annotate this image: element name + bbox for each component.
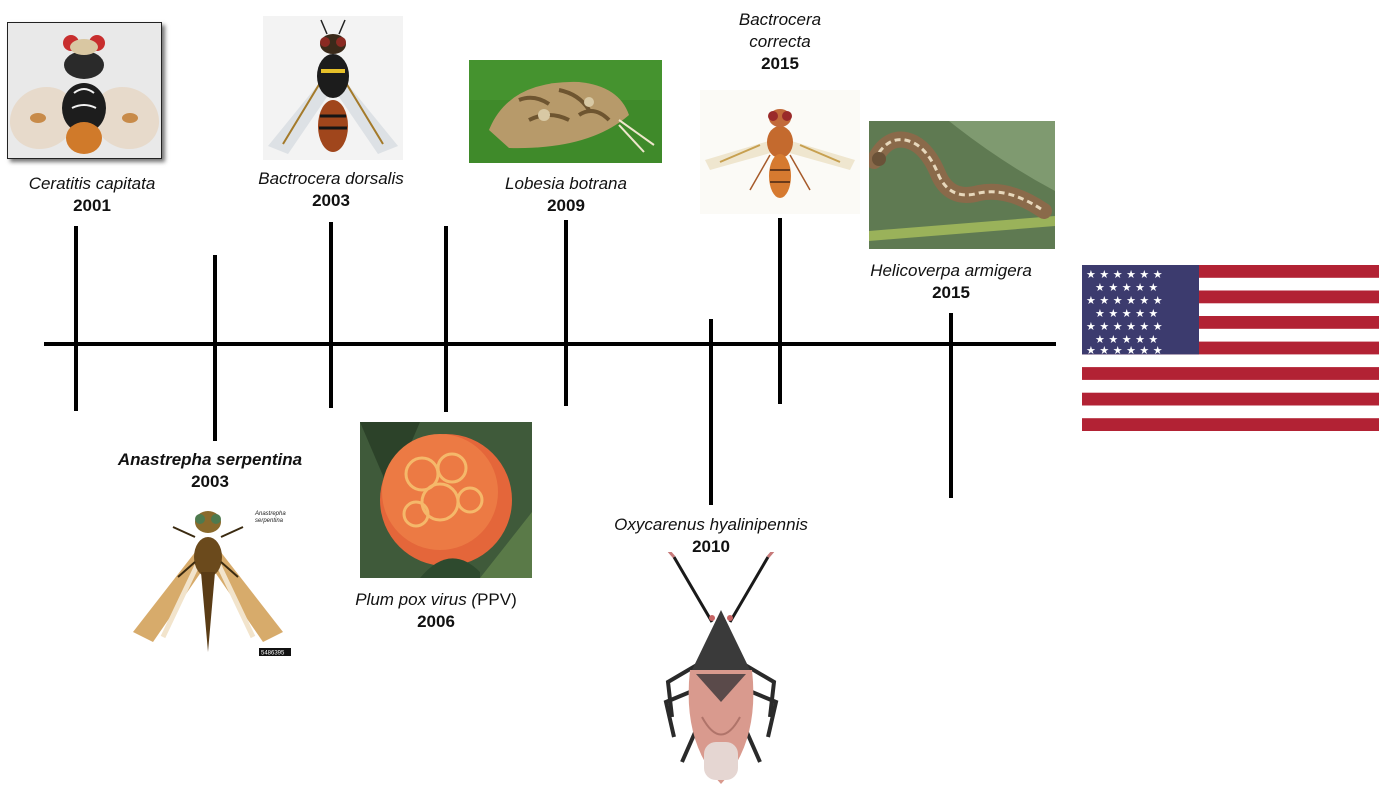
lobesia-photo — [469, 60, 662, 163]
specimen-caption-line2: serpentina — [255, 518, 284, 524]
event-name: Bactrocera dorsalis — [236, 168, 426, 190]
label-ceratitis: Ceratitis capitata 2001 — [2, 173, 182, 217]
svg-text:★ ★ ★ ★ ★ ★: ★ ★ ★ ★ ★ ★ — [1086, 320, 1163, 333]
tick-ceratitis — [74, 226, 78, 411]
event-name: Plum pox virus (PPV) — [336, 589, 536, 611]
tick-lobesia — [564, 220, 568, 406]
timeline-axis — [44, 342, 1056, 346]
bactrocera-dorsalis-photo — [263, 16, 403, 160]
event-year: 2001 — [2, 195, 182, 217]
tick-oxycarenus — [709, 319, 713, 505]
ppv-photo — [360, 422, 532, 578]
event-name-italic: Plum pox virus ( — [355, 590, 477, 609]
specimen-code: 5486395 — [261, 651, 285, 657]
event-year: 2006 — [336, 611, 536, 633]
event-year: 2015 — [710, 53, 850, 75]
event-name: Anastrepha serpentina — [100, 449, 320, 471]
tick-bactrocera-correcta — [778, 218, 782, 404]
event-name-line2: correcta — [710, 31, 850, 53]
event-name: Helicoverpa armigera — [851, 260, 1051, 282]
label-bactrocera-correcta: Bactrocera correcta 2015 — [710, 9, 850, 75]
oxycarenus-photo — [662, 552, 780, 788]
label-ppv: Plum pox virus (PPV) 2006 — [336, 589, 536, 633]
event-year: 2015 — [851, 282, 1051, 304]
event-year: 2003 — [236, 190, 426, 212]
svg-text:★ ★ ★ ★ ★: ★ ★ ★ ★ ★ — [1095, 281, 1158, 294]
label-lobesia: Lobesia botrana 2009 — [476, 173, 656, 217]
bactrocera-correcta-photo — [700, 90, 860, 214]
tick-ppv — [444, 226, 448, 412]
event-name: Ceratitis capitata — [2, 173, 182, 195]
usa-flag-icon: ★ ★ ★ ★ ★ ★ ★ ★ ★ ★ ★ ★ ★ ★ ★ ★ ★ ★ ★ ★ … — [1082, 265, 1379, 431]
label-anastrepha: Anastrepha serpentina 2003 — [100, 449, 320, 493]
specimen-caption-line1: Anastrepha — [254, 511, 286, 517]
event-name: Oxycarenus hyalinipennis — [596, 514, 826, 536]
label-helicoverpa: Helicoverpa armigera 2015 — [851, 260, 1051, 304]
tick-helicoverpa — [949, 313, 953, 498]
tick-anastrepha — [213, 255, 217, 441]
helicoverpa-photo — [869, 121, 1055, 249]
event-name-line1: Bactrocera — [710, 9, 850, 31]
event-name: Lobesia botrana — [476, 173, 656, 195]
tick-bactrocera-dorsalis — [329, 222, 333, 408]
event-year: 2003 — [100, 471, 320, 493]
svg-text:★ ★ ★ ★ ★ ★: ★ ★ ★ ★ ★ ★ — [1086, 268, 1163, 281]
event-year: 2009 — [476, 195, 656, 217]
ceratitis-photo — [7, 22, 162, 159]
svg-text:★ ★ ★ ★ ★ ★: ★ ★ ★ ★ ★ ★ — [1086, 344, 1163, 357]
svg-text:★ ★ ★ ★ ★ ★: ★ ★ ★ ★ ★ ★ — [1086, 294, 1163, 307]
anastrepha-photo: Anastrepha serpentina 5486395 — [123, 497, 293, 657]
event-name-plain: PPV) — [477, 590, 517, 609]
svg-text:★ ★ ★ ★ ★: ★ ★ ★ ★ ★ — [1095, 307, 1158, 320]
label-bactrocera-dorsalis: Bactrocera dorsalis 2003 — [236, 168, 426, 212]
